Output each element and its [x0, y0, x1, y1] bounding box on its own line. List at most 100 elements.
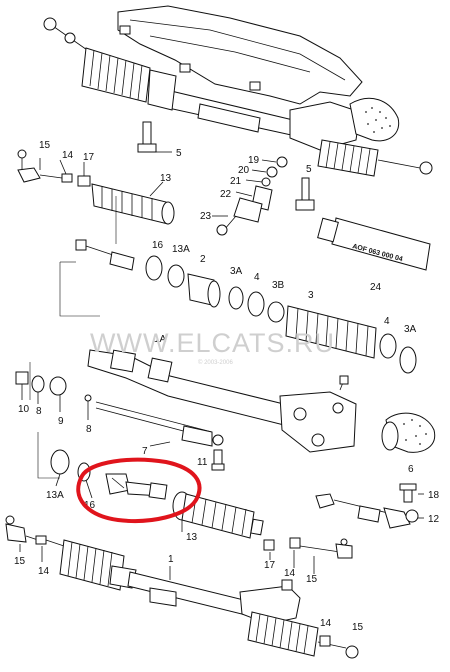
dust-seal-top	[349, 97, 400, 142]
callout-4-a: 4	[254, 272, 260, 283]
callout-19: 19	[248, 155, 260, 166]
left-small-parts	[15, 371, 92, 420]
ring-13A	[167, 264, 185, 288]
callout-10: 10	[18, 404, 30, 415]
ring-21	[261, 177, 271, 187]
right-tie-rod-row	[315, 483, 424, 529]
bellows-13-b	[172, 491, 264, 539]
bellows-bottom-left	[59, 539, 125, 591]
callout-11: 11	[197, 457, 208, 468]
callout-7: 7	[142, 446, 148, 457]
callout-24: 24	[370, 282, 382, 293]
assembly-brackets	[29, 196, 117, 479]
callout-17-b: 17	[264, 560, 276, 571]
callout-5-right: 5	[306, 164, 312, 175]
callout-1: 1	[168, 554, 174, 565]
ring-3A-a	[228, 286, 244, 310]
callout-15-a: 15	[39, 140, 51, 151]
left-tie-rod-row	[17, 149, 175, 225]
callout-12: 12	[428, 514, 440, 525]
bellows-13	[91, 183, 175, 225]
callout-15-c: 15	[306, 574, 318, 585]
tie-rod-end-15-c	[335, 543, 353, 559]
nut-14-d	[319, 635, 331, 647]
tie-rod-end-15	[17, 167, 41, 183]
callout-3A-b: 3A	[404, 324, 417, 335]
tie-rod-end-12	[405, 509, 419, 523]
callout-13-b: 13	[186, 532, 198, 543]
nut-14-c	[289, 537, 301, 549]
callout-18: 18	[428, 490, 440, 501]
bolt-right	[295, 177, 315, 211]
callout-14-a: 14	[62, 150, 74, 161]
callout-20: 20	[238, 165, 250, 176]
callout-15-d: 15	[352, 622, 364, 633]
bottom-rack-assembly	[5, 515, 359, 659]
callout-3A-a: 3A	[230, 266, 243, 277]
tie-rod-end-top-left	[43, 17, 57, 31]
callout-14-c: 14	[284, 568, 296, 579]
cover-tab	[119, 25, 131, 35]
callout-8-a: 8	[36, 406, 42, 417]
grease-tube-24: AOF 063 000 04	[317, 217, 431, 271]
watermark-subtext: © 2003-2006	[198, 359, 233, 366]
callout-4-b: 4	[384, 316, 390, 327]
callout-23: 23	[200, 211, 212, 222]
callout-3B: 3B	[272, 280, 285, 291]
bush-4-a	[247, 291, 265, 317]
bush-4-b	[379, 333, 397, 359]
callout-13-a: 13	[160, 173, 172, 184]
nut-14	[61, 173, 73, 183]
cover-plate	[117, 5, 363, 105]
callout-2: 2	[200, 254, 206, 265]
piston-3	[285, 305, 377, 359]
callout-8-b: 8	[86, 424, 92, 435]
bellows-top-right	[317, 139, 379, 177]
top-rack-assembly	[43, 5, 433, 177]
nut-17	[77, 175, 91, 187]
washer-8-a	[31, 375, 45, 393]
callout-13A-a: 13A	[172, 244, 190, 255]
callout-21: 21	[230, 176, 242, 187]
callout-3: 3	[308, 290, 314, 301]
valve-parts	[212, 156, 288, 236]
highlight-circle	[76, 457, 202, 523]
dust-seal-6	[381, 412, 436, 453]
watermark: WWW.ELCATS.RU	[90, 328, 335, 358]
callout-22: 22	[220, 189, 232, 200]
callout-17-a: 17	[83, 152, 95, 163]
rack-housing-1A	[87, 349, 357, 453]
pin-8-b	[84, 394, 92, 402]
tie-rod-end-top-right	[419, 161, 433, 175]
callout-14-b: 14	[38, 566, 50, 577]
rack-7	[95, 401, 225, 471]
right-small-parts	[263, 537, 353, 574]
callout-16-b: 16	[84, 500, 96, 511]
tie-rod-end-15-b	[5, 523, 27, 543]
callout-6: 6	[408, 464, 414, 475]
bellows-bottom-right	[247, 611, 319, 657]
callout-1A: 1A	[154, 334, 167, 345]
part-9	[49, 376, 67, 396]
ring-3B	[267, 301, 285, 323]
bellows-top-left	[81, 47, 151, 103]
callout-16-a: 16	[152, 240, 164, 251]
valve-housing-top	[289, 101, 361, 151]
inner-tie-rod-16	[105, 473, 168, 500]
bolt-top	[142, 121, 152, 147]
valve-23	[216, 224, 228, 236]
ring-13A-b	[50, 449, 70, 475]
tie-rod-end-15-d	[345, 645, 359, 659]
callout-14-d: 14	[320, 618, 332, 629]
nut-14-b	[35, 535, 47, 545]
nut-10	[15, 371, 29, 385]
seal-20	[266, 166, 278, 178]
callout-5-top: 5	[176, 148, 182, 159]
callout-9: 9	[58, 416, 64, 427]
ring-3A-b	[399, 346, 417, 374]
inner-tie-rod-row	[50, 449, 264, 539]
ring-19	[276, 156, 288, 168]
inner-rack-parts	[75, 239, 417, 374]
bush-16	[145, 255, 163, 281]
